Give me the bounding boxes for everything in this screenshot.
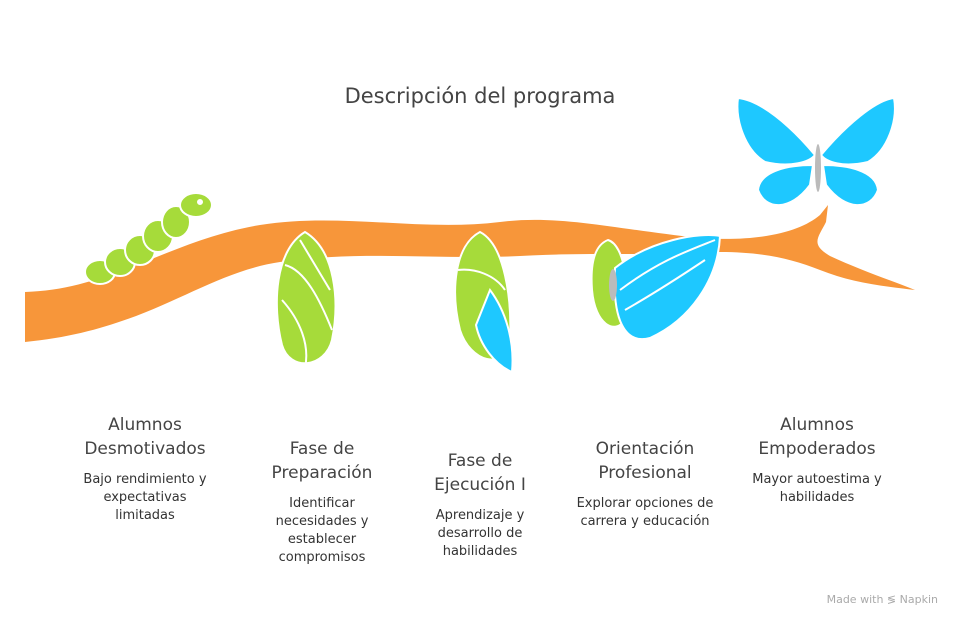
chrysalis-emerging-icon (454, 230, 514, 374)
caterpillar-icon (84, 192, 213, 285)
chrysalis-green-icon (275, 230, 337, 369)
watermark[interactable]: Made with ≶ Napkin (826, 593, 938, 606)
napkin-logo-icon: ≶ (886, 593, 897, 606)
page-title: Descripción del programa (344, 84, 616, 108)
butterfly-emerging-icon (590, 234, 722, 341)
butterfly-flying-icon (736, 96, 896, 207)
